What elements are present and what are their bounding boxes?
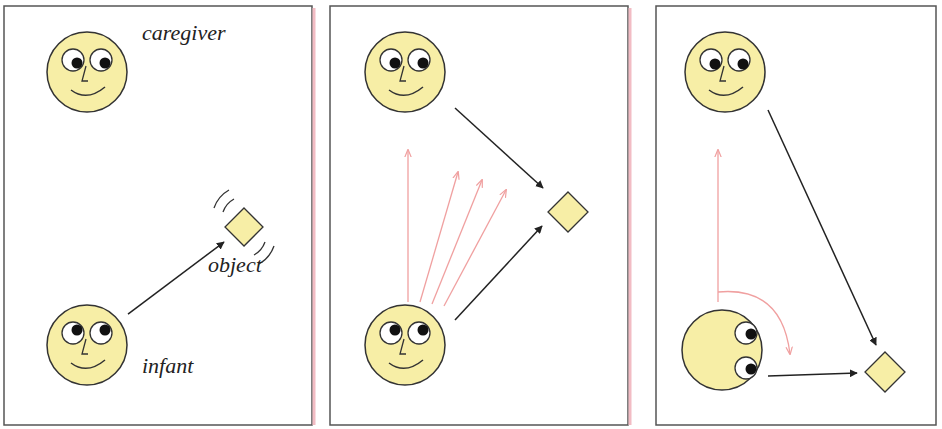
pupil — [100, 325, 111, 336]
eye — [62, 49, 84, 71]
panel-shadow — [313, 8, 316, 425]
caregiver-face: caregiver — [46, 31, 128, 113]
eye — [90, 322, 112, 344]
caregiver-face — [685, 32, 765, 112]
infant-face — [365, 305, 445, 385]
node-label: infant — [142, 354, 193, 378]
gaze-arrows — [718, 110, 876, 376]
pupil — [72, 58, 83, 69]
pupil — [72, 325, 83, 336]
caregiver-face — [365, 32, 445, 112]
pupil — [100, 58, 111, 69]
node-label: object — [208, 253, 262, 277]
infant-face-turned — [682, 310, 762, 390]
panel-frame — [656, 6, 936, 425]
panel-frame — [330, 6, 628, 425]
node-outline — [224, 207, 264, 247]
eye — [62, 322, 84, 344]
infant-face: infant — [46, 304, 128, 386]
face-base — [47, 32, 127, 112]
node-outline — [46, 304, 128, 386]
gaze-arrows — [408, 108, 543, 320]
panel-shadow — [629, 8, 632, 425]
object-diamond — [865, 352, 905, 392]
object-diamond: object — [224, 207, 264, 247]
diamond-outline — [225, 208, 263, 246]
eye — [90, 49, 112, 71]
panel-frame — [4, 6, 312, 425]
node-outline — [46, 31, 128, 113]
face-base — [47, 305, 127, 385]
object-diamond — [548, 192, 588, 232]
node-label: caregiver — [142, 21, 225, 45]
